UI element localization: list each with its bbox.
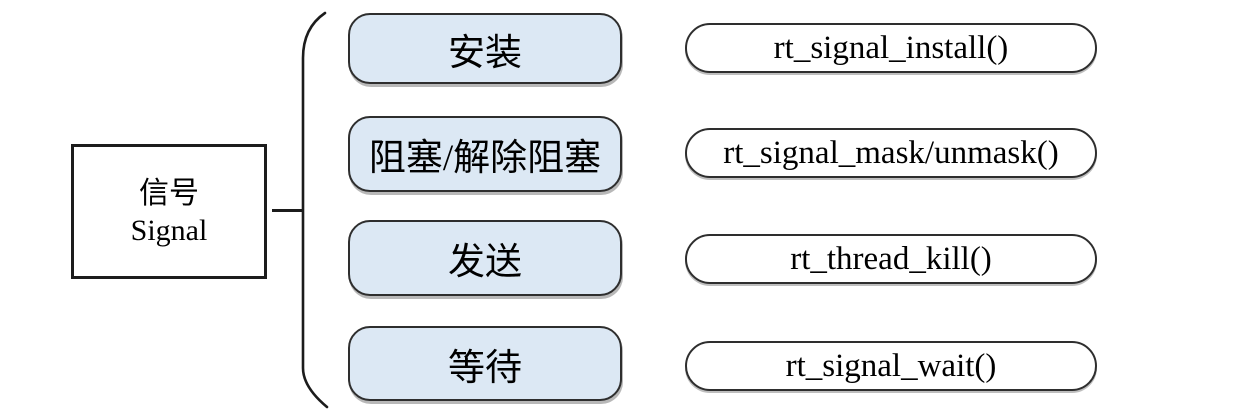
- operation-box-send: 发送: [348, 220, 622, 296]
- operation-label: 安装: [448, 32, 522, 74]
- operation-box-wait: 等待: [348, 326, 622, 401]
- operation-label: 等待: [448, 347, 522, 389]
- signal-root-label-en: Signal: [130, 213, 208, 247]
- operation-label: 发送: [448, 242, 522, 283]
- operation-box-mask-unmask: 阻塞/解除阻塞: [348, 116, 622, 192]
- api-pill-rt-signal-wait: rt_signal_wait(): [685, 341, 1097, 391]
- api-pill-rt-signal-install: rt_signal_install(): [685, 23, 1097, 73]
- signal-root-label-zh: 信号: [139, 176, 199, 210]
- signal-root-box: 信号 Signal: [71, 144, 267, 279]
- api-label: rt_signal_mask/unmask(): [723, 134, 1059, 171]
- api-pill-rt-signal-mask-unmask: rt_signal_mask/unmask(): [685, 128, 1097, 178]
- grouping-brace: [301, 11, 329, 409]
- api-label: rt_signal_install(): [773, 29, 1009, 66]
- api-label: rt_thread_kill(): [790, 240, 992, 277]
- api-pill-rt-thread-kill: rt_thread_kill(): [685, 234, 1097, 284]
- operation-box-install: 安装: [348, 13, 622, 84]
- api-label: rt_signal_wait(): [785, 347, 997, 384]
- operation-label: 阻塞/解除阻塞: [368, 138, 602, 179]
